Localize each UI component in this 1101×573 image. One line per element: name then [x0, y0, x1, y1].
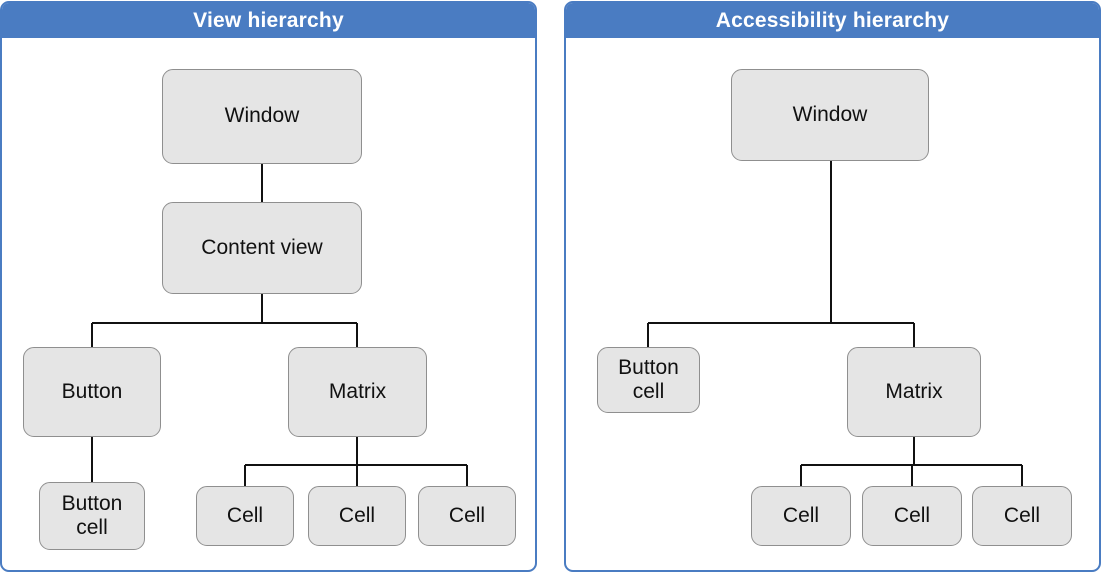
node-button-cell: Button cell	[39, 482, 145, 550]
view-hierarchy-panel: View hierarchy Window Content view Butto…	[0, 1, 537, 572]
node-window: Window	[731, 69, 929, 161]
node-matrix: Matrix	[288, 347, 427, 437]
node-matrix: Matrix	[847, 347, 981, 437]
accessibility-hierarchy-panel: Accessibility hierarchy Window Button ce…	[564, 1, 1101, 572]
node-button: Button	[23, 347, 161, 437]
node-cell: Cell	[862, 486, 962, 546]
accessibility-hierarchy-title: Accessibility hierarchy	[566, 3, 1099, 38]
node-button-cell: Button cell	[597, 347, 700, 413]
node-cell: Cell	[751, 486, 851, 546]
node-content-view: Content view	[162, 202, 362, 294]
node-window: Window	[162, 69, 362, 164]
node-cell: Cell	[418, 486, 516, 546]
node-cell: Cell	[972, 486, 1072, 546]
node-cell: Cell	[196, 486, 294, 546]
view-hierarchy-title: View hierarchy	[2, 3, 535, 38]
node-cell: Cell	[308, 486, 406, 546]
